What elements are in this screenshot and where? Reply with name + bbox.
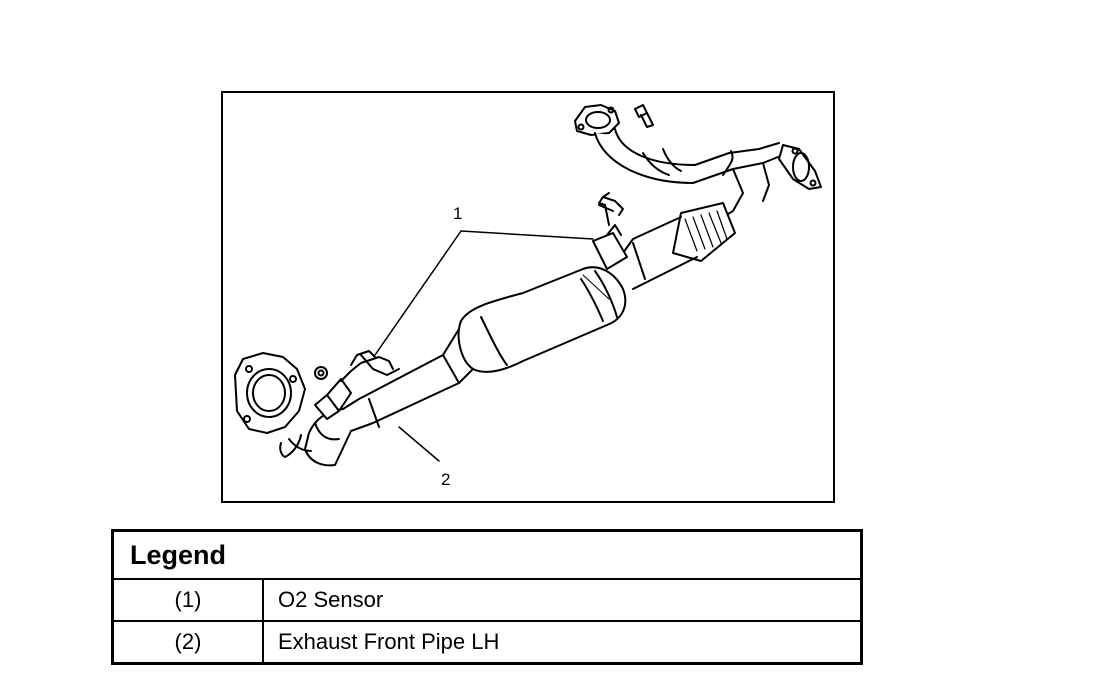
catalytic-converter	[457, 266, 627, 373]
o2-sensor-lower	[314, 350, 400, 420]
mid-pipe	[622, 216, 698, 290]
rear-flange-upper	[574, 104, 620, 136]
legend-description: Exhaust Front Pipe LH	[262, 620, 863, 665]
legend-description: O2 Sensor	[262, 578, 863, 622]
upper-pipe	[594, 128, 784, 184]
legend-row: (2) Exhaust Front Pipe LH	[111, 620, 863, 665]
o2-sensor-upper	[592, 192, 628, 270]
front-elbow	[279, 408, 352, 467]
legend-row: (1) O2 Sensor	[111, 578, 863, 622]
legend-number: (2)	[111, 620, 264, 665]
flex-joint	[672, 162, 770, 262]
right-flange	[778, 144, 822, 190]
front-flange	[234, 352, 306, 434]
leader-lines	[374, 230, 594, 462]
legend-number: (1)	[111, 578, 264, 622]
callout-1: 1	[453, 204, 463, 223]
exhaust-diagram: 1 2	[221, 91, 835, 503]
legend-title: Legend	[111, 529, 863, 580]
nut-icon	[314, 366, 328, 380]
legend-table: Legend (1) O2 Sensor (2) Exhaust Front P…	[111, 529, 863, 665]
bolt-icon	[634, 104, 654, 128]
exhaust-illustration	[234, 104, 822, 467]
front-pipe	[342, 328, 474, 432]
callout-2: 2	[441, 470, 451, 489]
